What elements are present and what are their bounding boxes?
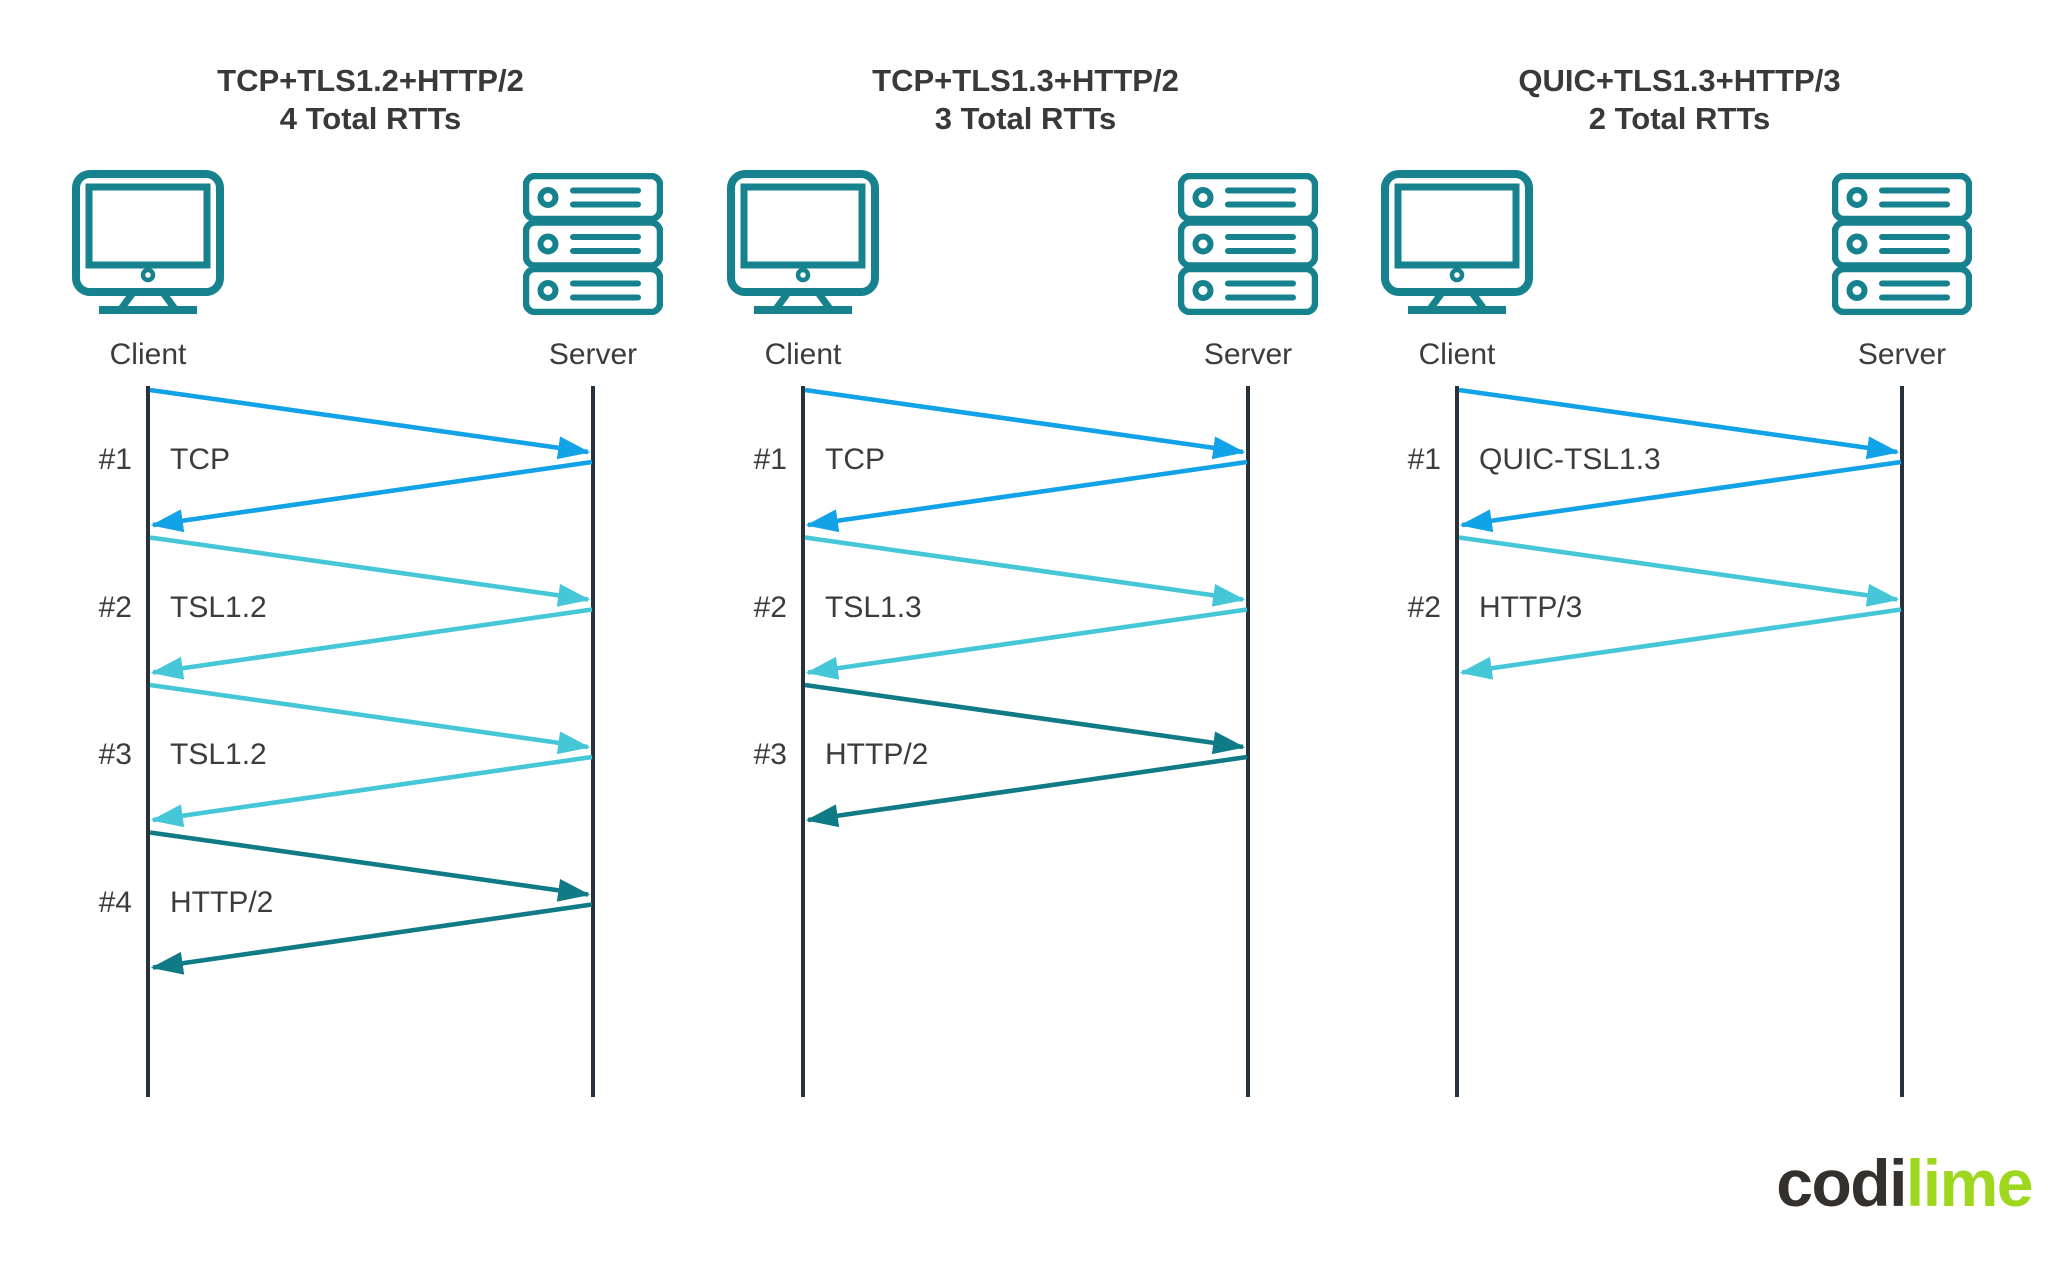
rtt-protocol-label: TSL1.2 <box>170 590 267 624</box>
rtt-protocol-label: HTTP/3 <box>1479 590 1583 624</box>
rtt-protocol-label: HTTP/2 <box>170 885 274 919</box>
rtt-number: #1 <box>753 443 787 476</box>
rtt-protocol-label: TSL1.3 <box>825 590 922 624</box>
server-icon <box>1832 173 1972 315</box>
rtt-number: #2 <box>1407 590 1441 624</box>
response-arrow <box>150 902 593 975</box>
rtt-protocol-label: TCP <box>170 443 230 476</box>
rtt-number: #3 <box>98 738 132 771</box>
logo-codi-text: codi <box>1776 1146 1907 1220</box>
response-arrow <box>150 754 593 828</box>
client-label: Client <box>1418 338 1496 371</box>
rtt-number: #2 <box>753 590 787 624</box>
client-label: Client <box>764 338 842 371</box>
panel-title-rtt-count: 2 Total RTTs <box>1588 101 1771 136</box>
rtt-number: #3 <box>753 738 787 771</box>
response-arrow <box>805 459 1248 533</box>
request-arrow <box>1458 535 1900 607</box>
rtt-number: #1 <box>1407 443 1441 476</box>
panel-title-rtt-count: 3 Total RTTs <box>934 101 1117 136</box>
rtt-number: #1 <box>98 443 132 476</box>
server-label: Server <box>1857 338 1947 371</box>
client-computer-icon <box>72 170 224 314</box>
server-label: Server <box>1203 338 1293 371</box>
logo-lime-text: lime <box>1905 1146 2034 1220</box>
panel-title-protocols: TCP+TLS1.2+HTTP/2 <box>217 63 524 98</box>
request-arrow <box>149 830 591 902</box>
request-arrow <box>1458 387 1900 460</box>
client-label: Client <box>109 338 187 371</box>
response-arrow <box>150 607 593 680</box>
request-arrow <box>149 682 591 755</box>
server-label: Server <box>548 338 638 371</box>
codilime-logo: codilime <box>1776 1146 2034 1220</box>
response-arrow <box>1459 459 1902 533</box>
rtt-number: #2 <box>98 590 132 624</box>
client-computer-icon <box>1381 170 1533 314</box>
rtt-protocol-label: QUIC-TSL1.3 <box>1479 443 1661 476</box>
request-arrow <box>149 387 591 460</box>
server-icon <box>523 173 663 315</box>
rtt-protocol-label: TCP <box>825 443 885 476</box>
server-icon <box>1178 173 1318 315</box>
response-arrow <box>805 754 1248 828</box>
panel-title-protocols: TCP+TLS1.3+HTTP/2 <box>872 63 1179 98</box>
client-computer-icon <box>727 170 879 314</box>
rtt-protocol-label: HTTP/2 <box>825 738 929 771</box>
panel-title-protocols: QUIC+TLS1.3+HTTP/3 <box>1518 63 1841 98</box>
rtt-protocol-label: TSL1.2 <box>170 738 267 771</box>
request-arrow <box>149 535 591 607</box>
request-arrow <box>804 682 1246 755</box>
request-arrow <box>804 535 1246 607</box>
rtt-number: #4 <box>98 885 132 919</box>
response-arrow <box>150 459 593 533</box>
response-arrow <box>1459 607 1902 680</box>
request-arrow <box>804 387 1246 460</box>
response-arrow <box>805 607 1248 680</box>
panel-title-rtt-count: 4 Total RTTs <box>279 101 462 136</box>
